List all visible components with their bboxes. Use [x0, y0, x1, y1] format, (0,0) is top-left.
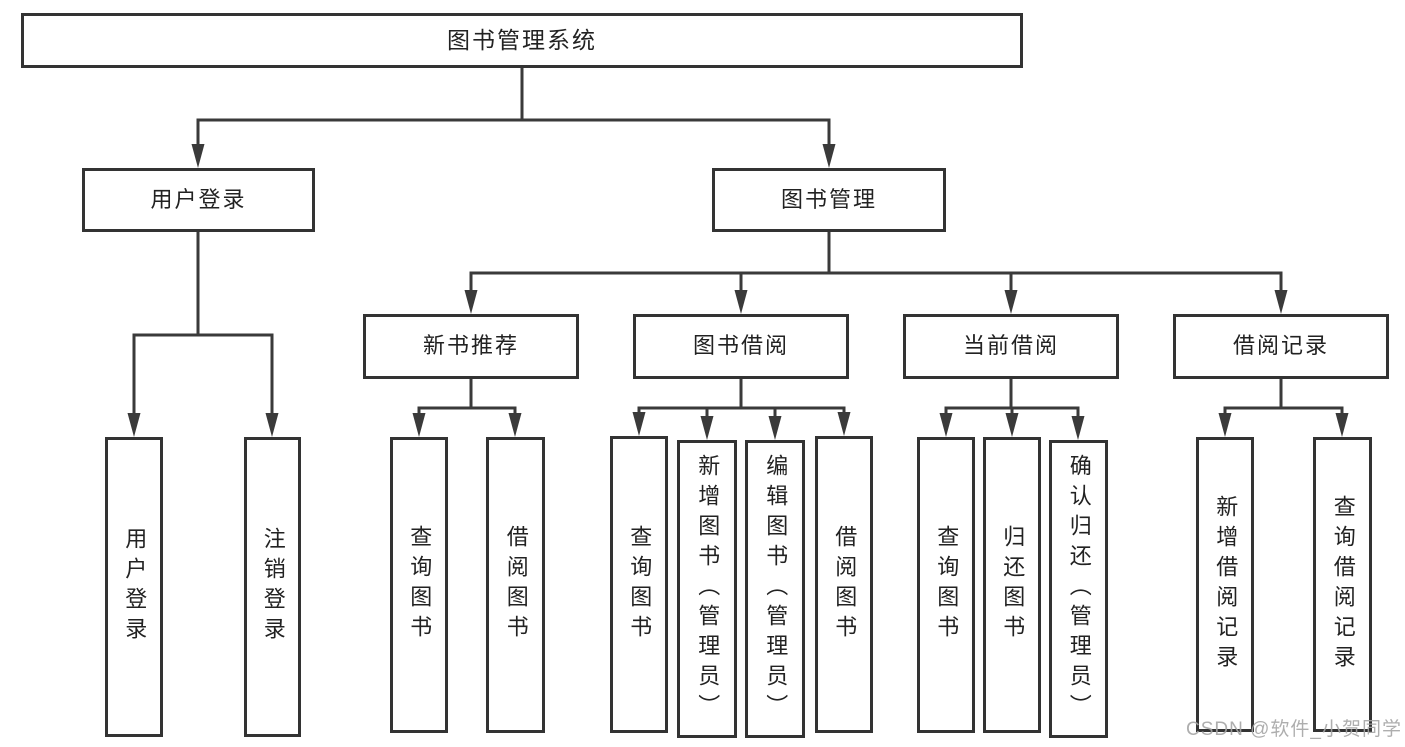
node-label-book-borrowing: 图书借阅 [692, 333, 789, 359]
node-query-borrow-record: 查询借阅记录 [1313, 437, 1372, 732]
arrowhead-icon [768, 416, 782, 440]
node-label-user-login: 用户登录 [150, 186, 247, 212]
arrowhead-icon [1335, 413, 1349, 437]
arrowhead-icon [1218, 413, 1232, 437]
node-label-current-borrowing: 当前借阅 [962, 333, 1059, 359]
node-label-logout-user: 注销登录 [260, 527, 286, 647]
node-library-system: 图书管理系统 [21, 13, 1023, 68]
connector-line [132, 230, 274, 421]
connector-new-book-recommend [412, 377, 522, 437]
connector-borrowing-records [1218, 377, 1349, 437]
arrowhead-icon [265, 413, 279, 437]
node-query-books-borrow: 查询图书 [610, 436, 668, 733]
arrowhead-icon [1005, 413, 1019, 437]
connector-line [417, 377, 517, 421]
node-query-books-current: 查询图书 [917, 437, 975, 733]
connector-user-login [127, 230, 279, 437]
node-label-query-books-rec: 查询图书 [407, 525, 433, 645]
connector-book-management [464, 230, 1288, 314]
node-add-books-admin: 新增图书（管理员） [677, 440, 737, 738]
arrowhead-icon [734, 290, 748, 314]
arrowhead-icon [1071, 416, 1085, 440]
node-label-query-books-current: 查询图书 [934, 525, 960, 645]
arrowhead-icon [1274, 290, 1288, 314]
arrowhead-icon [508, 413, 522, 437]
arrowhead-icon [464, 290, 478, 314]
node-borrow-books: 借阅图书 [815, 436, 873, 733]
node-current-borrowing: 当前借阅 [903, 314, 1119, 379]
connector-current-borrowing [939, 377, 1085, 440]
node-label-new-book-recommend: 新书推荐 [422, 333, 519, 359]
arrowhead-icon [127, 413, 141, 437]
node-return-books: 归还图书 [983, 437, 1041, 733]
node-label-query-borrow-record: 查询借阅记录 [1330, 494, 1356, 675]
arrowhead-icon [1004, 290, 1018, 314]
arrowhead-icon [837, 412, 851, 436]
arrowhead-icon [412, 413, 426, 437]
connector-line [196, 66, 831, 152]
node-book-management: 图书管理 [712, 168, 946, 232]
watermark-text: CSDN @软件_小贺同学 [1186, 719, 1402, 740]
node-label-add-books-admin: 新增图书（管理员） [695, 454, 721, 724]
arrowhead-icon [191, 144, 205, 168]
node-label-borrow-books: 借阅图书 [832, 524, 858, 645]
node-book-borrowing: 图书借阅 [633, 314, 849, 379]
node-query-books-rec: 查询图书 [390, 437, 448, 733]
connector-library-system [191, 66, 836, 168]
node-borrow-books-rec: 借阅图书 [486, 437, 545, 733]
node-borrowing-records: 借阅记录 [1173, 314, 1389, 379]
node-user-login: 用户登录 [82, 168, 315, 232]
node-label-return-books: 归还图书 [1000, 525, 1026, 645]
node-label-borrow-books-rec: 借阅图书 [503, 525, 529, 645]
node-label-confirm-return-admin: 确认归还（管理员） [1066, 454, 1092, 724]
node-confirm-return-admin: 确认归还（管理员） [1049, 440, 1108, 738]
node-edit-books-admin: 编辑图书（管理员） [745, 440, 805, 738]
node-label-borrowing-records: 借阅记录 [1232, 333, 1329, 359]
node-label-book-management: 图书管理 [780, 186, 877, 212]
arrowhead-icon [822, 144, 836, 168]
arrowhead-icon [632, 412, 646, 436]
node-label-edit-books-admin: 编辑图书（管理员） [763, 454, 789, 724]
connector-book-borrowing [632, 377, 851, 440]
connector-line [637, 377, 846, 424]
node-add-borrow-record: 新增借阅记录 [1196, 437, 1254, 732]
node-new-book-recommend: 新书推荐 [363, 314, 579, 379]
node-logout-user: 注销登录 [244, 437, 301, 737]
node-label-login-user: 用户登录 [122, 527, 148, 647]
node-label-library-system: 图书管理系统 [447, 26, 597, 53]
connector-line [469, 230, 1283, 298]
node-label-query-books-borrow: 查询图书 [627, 524, 653, 645]
arrowhead-icon [700, 416, 714, 440]
node-label-add-borrow-record: 新增借阅记录 [1213, 494, 1239, 675]
node-login-user: 用户登录 [105, 437, 163, 737]
connector-line [1223, 377, 1344, 421]
arrowhead-icon [939, 413, 953, 437]
